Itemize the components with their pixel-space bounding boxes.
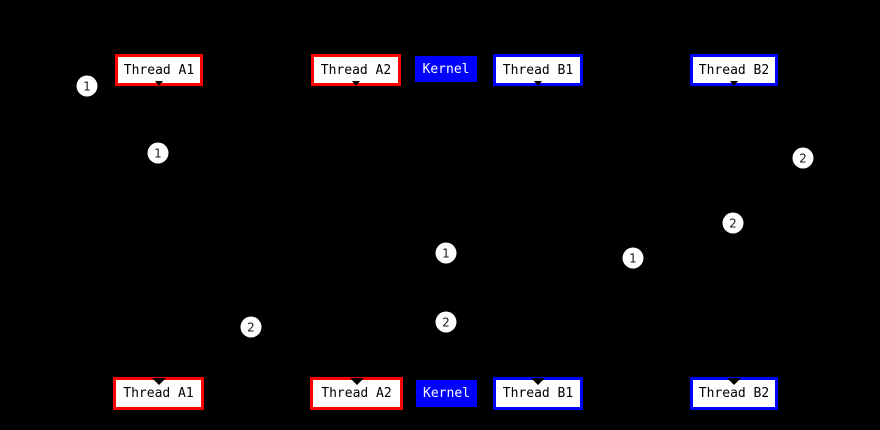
step-marker: 1 bbox=[76, 75, 98, 97]
node-label: Thread B1 bbox=[502, 386, 574, 401]
arrowhead-notch bbox=[531, 378, 545, 385]
step-marker: 2 bbox=[792, 147, 814, 169]
node-thread-b1-top: Thread B1 bbox=[493, 54, 583, 86]
lifeline-tick bbox=[534, 81, 542, 86]
node-label: Thread B2 bbox=[698, 62, 770, 78]
lifeline-tick bbox=[730, 81, 738, 86]
node-label: Thread A2 bbox=[321, 386, 392, 401]
node-label: Thread A2 bbox=[320, 62, 392, 78]
node-label: Thread B1 bbox=[502, 62, 574, 78]
node-kernel-bottom: Kernel bbox=[416, 380, 477, 407]
step-marker: 1 bbox=[147, 142, 169, 164]
node-thread-b2-bottom: Thread B2 bbox=[690, 377, 778, 410]
step-marker: 2 bbox=[435, 311, 457, 333]
node-kernel-top: Kernel bbox=[415, 56, 477, 82]
step-marker: 2 bbox=[722, 212, 744, 234]
node-label: Thread B2 bbox=[698, 386, 770, 401]
node-label: Thread A1 bbox=[123, 62, 195, 78]
node-thread-a1-top: Thread A1 bbox=[115, 54, 203, 86]
node-thread-b2-top: Thread B2 bbox=[690, 54, 778, 86]
arrowhead-notch bbox=[727, 378, 741, 385]
lifeline-tick bbox=[352, 81, 360, 86]
node-thread-a2-bottom: Thread A2 bbox=[310, 377, 403, 410]
node-label: Kernel bbox=[422, 61, 470, 77]
node-label: Thread A1 bbox=[123, 386, 194, 401]
lifeline-tick bbox=[155, 81, 163, 86]
step-marker: 1 bbox=[622, 247, 644, 269]
node-label: Kernel bbox=[423, 386, 470, 401]
arrowhead-notch bbox=[151, 378, 166, 385]
step-marker: 1 bbox=[435, 242, 457, 264]
node-thread-a2-top: Thread A2 bbox=[311, 54, 401, 86]
step-marker: 2 bbox=[240, 316, 262, 338]
node-thread-b1-bottom: Thread B1 bbox=[493, 377, 583, 410]
node-thread-a1-bottom: Thread A1 bbox=[113, 377, 204, 410]
arrowhead-notch bbox=[349, 378, 364, 385]
